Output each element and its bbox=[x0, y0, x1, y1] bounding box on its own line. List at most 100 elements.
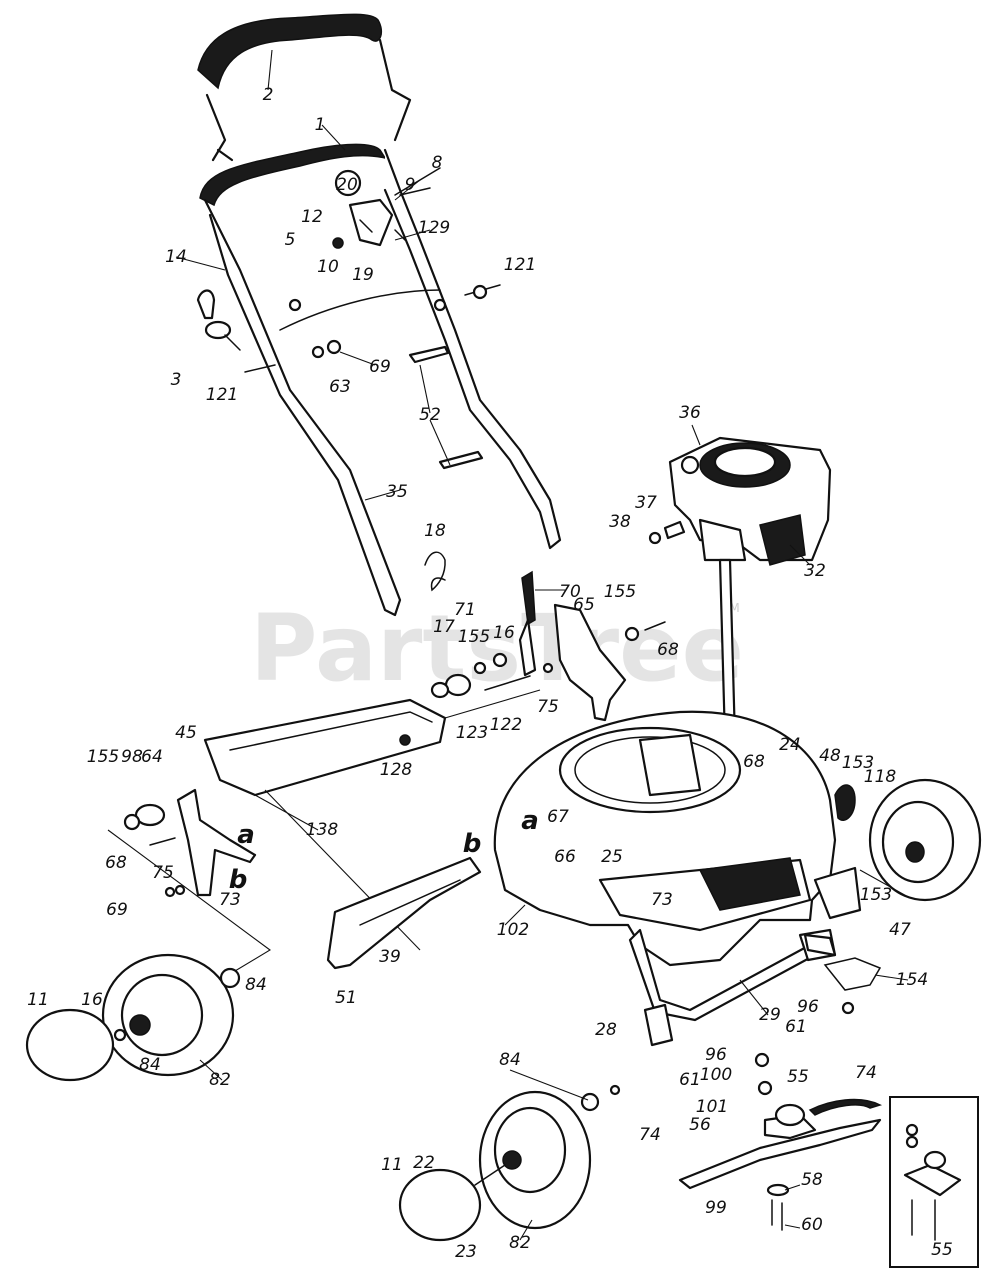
connection-letter-lb1: b bbox=[229, 865, 248, 895]
part-label-p99: 99 bbox=[705, 1198, 727, 1218]
part-label-p60: 60 bbox=[801, 1215, 823, 1235]
part-label-p122: 122 bbox=[490, 715, 522, 735]
part-label-p73a: 73 bbox=[219, 890, 241, 910]
wheel-left-rear bbox=[101, 953, 241, 1077]
part-label-p128: 128 bbox=[380, 760, 413, 780]
left-wheel-bracket bbox=[123, 788, 257, 898]
part-label-p84b: 84 bbox=[139, 1055, 161, 1075]
part-label-p96b: 96 bbox=[705, 1045, 727, 1065]
part-label-p69a: 69 bbox=[369, 357, 391, 377]
part-label-p69b: 69 bbox=[106, 900, 128, 920]
part-label-p18: 18 bbox=[424, 521, 446, 541]
part-label-p16b: 16 bbox=[81, 990, 103, 1010]
part-label-p64: 64 bbox=[141, 747, 163, 767]
handle-clip bbox=[424, 551, 446, 592]
height-adjust-bracket bbox=[430, 570, 666, 722]
part-label-p10: 10 bbox=[317, 257, 339, 277]
part-label-p11a: 11 bbox=[27, 990, 49, 1010]
part-label-p63: 63 bbox=[329, 377, 351, 397]
part-label-p155b: 155 bbox=[458, 627, 490, 647]
handle-fasteners bbox=[196, 284, 501, 373]
part-label-p2: 2 bbox=[263, 85, 274, 105]
part-label-p102: 102 bbox=[497, 920, 529, 940]
part-label-p61a: 61 bbox=[785, 1017, 807, 1037]
part-label-p47: 47 bbox=[889, 920, 911, 940]
part-label-p19: 19 bbox=[352, 265, 374, 285]
part-label-p51: 51 bbox=[335, 988, 357, 1008]
right-front-bracket bbox=[803, 866, 882, 1015]
part-label-p24: 24 bbox=[779, 735, 801, 755]
wheel-front-left bbox=[478, 1084, 621, 1230]
hubcap-left bbox=[25, 1008, 127, 1082]
connection-letter-lb2: b bbox=[463, 829, 482, 859]
part-label-p32: 32 bbox=[804, 561, 826, 581]
part-label-p68b: 68 bbox=[743, 752, 765, 772]
part-label-p82b: 82 bbox=[509, 1233, 531, 1253]
leader-lines bbox=[175, 49, 911, 1241]
part-label-p74a: 74 bbox=[855, 1063, 877, 1083]
connection-letter-la2: a bbox=[521, 806, 539, 836]
part-label-p75a: 75 bbox=[537, 697, 559, 717]
part-label-p121b: 121 bbox=[206, 385, 238, 405]
part-label-p58: 58 bbox=[801, 1170, 823, 1190]
part-label-p37: 37 bbox=[635, 493, 657, 513]
part-label-p84a: 84 bbox=[245, 975, 267, 995]
part-label-p129: 129 bbox=[418, 218, 450, 238]
part-label-p66: 66 bbox=[554, 847, 576, 867]
part-label-p8: 8 bbox=[432, 153, 443, 173]
part-label-p38: 38 bbox=[609, 512, 631, 532]
part-label-p61b: 61 bbox=[679, 1070, 701, 1090]
part-label-p82a: 82 bbox=[209, 1070, 231, 1090]
part-label-p3: 3 bbox=[171, 370, 182, 390]
part-label-p23: 23 bbox=[455, 1242, 477, 1262]
part-label-p73b: 73 bbox=[651, 890, 673, 910]
part-label-p71: 71 bbox=[454, 600, 476, 620]
part-label-p138: 138 bbox=[306, 820, 339, 840]
control-cluster bbox=[332, 167, 441, 249]
part-label-p67: 67 bbox=[547, 807, 569, 827]
cable-rods bbox=[408, 345, 484, 470]
part-label-p84c: 84 bbox=[499, 1050, 521, 1070]
part-label-p68a: 68 bbox=[657, 640, 679, 660]
part-label-p11b: 11 bbox=[381, 1155, 403, 1175]
part-label-p155a: 155 bbox=[604, 582, 636, 602]
rear-baffle bbox=[326, 856, 482, 970]
part-label-p12: 12 bbox=[301, 207, 323, 227]
part-label-p56: 56 bbox=[689, 1115, 711, 1135]
blade-assembly bbox=[678, 1052, 883, 1231]
hubcap-front bbox=[398, 1164, 506, 1242]
part-label-p118: 118 bbox=[864, 767, 897, 787]
part-label-p48: 48 bbox=[819, 746, 841, 766]
watermark-text: PartsTree bbox=[250, 595, 744, 702]
part-label-p45: 45 bbox=[175, 723, 197, 743]
part-label-p55a: 55 bbox=[787, 1067, 809, 1087]
part-label-p39: 39 bbox=[379, 947, 401, 967]
part-label-p96a: 96 bbox=[797, 997, 819, 1017]
part-label-p75b: 75 bbox=[152, 863, 174, 883]
part-label-p1: 1 bbox=[315, 115, 326, 135]
blade-adapter-inset bbox=[889, 1096, 979, 1268]
wheel-right-rear bbox=[868, 778, 982, 902]
part-label-p20: 20 bbox=[336, 175, 358, 195]
part-label-p65: 65 bbox=[573, 595, 595, 615]
part-label-p155c: 155 bbox=[87, 747, 119, 767]
part-label-p121a: 121 bbox=[504, 255, 536, 275]
part-label-p36: 36 bbox=[679, 403, 701, 423]
part-label-p25: 25 bbox=[601, 847, 623, 867]
part-label-p35: 35 bbox=[386, 482, 408, 502]
part-label-p98: 98 bbox=[121, 747, 143, 767]
part-label-p16a: 16 bbox=[493, 623, 515, 643]
part-label-p153b: 153 bbox=[860, 885, 892, 905]
mower-deck bbox=[493, 710, 837, 967]
part-label-p28: 28 bbox=[595, 1020, 617, 1040]
part-label-p17: 17 bbox=[433, 617, 455, 637]
part-label-p14: 14 bbox=[165, 247, 187, 267]
part-label-p154: 154 bbox=[896, 970, 928, 990]
part-label-p153a: 153 bbox=[842, 753, 874, 773]
upper-handle-frame bbox=[199, 143, 562, 617]
watermark: PartsTree TM bbox=[250, 595, 744, 702]
part-label-p100: 100 bbox=[700, 1065, 732, 1085]
